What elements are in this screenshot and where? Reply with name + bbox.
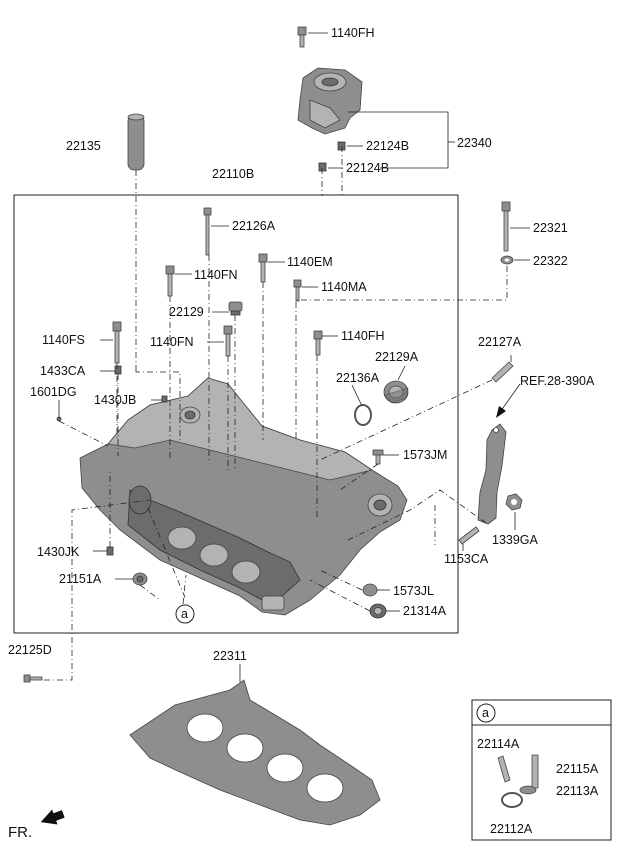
label-1430jb: 1430JB [94,393,136,407]
front-label: FR. [8,824,32,841]
label-22124b-b: 22124B [346,161,389,175]
label-1433ca: 1433CA [40,364,86,378]
bolt-22125d [23,674,43,683]
label-1153ca: 1153CA [444,552,489,566]
label-22125d: 22125D [8,643,52,657]
inset-frame [471,699,612,841]
label-22113a: 22113A [556,784,599,798]
bolt-1140fh-top [297,26,307,48]
label-22311: 22311 [213,649,247,663]
label-1573jm: 1573JM [403,448,447,462]
plug-1601dg [56,416,62,422]
label-1140fh-b: 1140FH [341,329,385,343]
bolt-22321 [501,201,511,252]
plug-1573jm [372,449,384,465]
inset-callout-a-circle [476,703,496,723]
plug-22129 [228,301,243,316]
bracket-22340 [297,67,363,172]
label-22124b-a: 22124B [366,139,409,153]
label-1140fs: 1140FS [42,333,85,347]
label-ref-28-390a: REF.28-390A [520,374,595,388]
label-22129a: 22129A [375,350,419,364]
sensor-21151a [132,572,148,586]
bolt-1140fn-a [165,265,175,297]
cylinder-head-22110b [79,377,408,616]
label-22136a: 22136A [336,371,380,385]
cap-22129a [383,380,409,404]
seal-22113a [519,785,537,795]
label-1573jl: 1573JL [393,584,434,598]
label-1339ga: 1339GA [492,533,539,547]
label-22322: 22322 [533,254,568,268]
cylinder-head-frame [13,194,459,634]
label-22114a: 22114A [477,737,520,751]
plug-21314a [369,603,387,619]
washer-22322 [500,255,514,265]
tube-22135 [127,113,145,171]
alignment-lines [44,146,508,681]
label-22129: 22129 [169,305,204,319]
pin-22114a [497,755,511,783]
plug-1573jl [362,583,378,597]
leader-lines [58,32,530,682]
label-1140fn-a: 1140FN [194,268,238,282]
label-1140fh-top: 1140FH [331,26,375,40]
callout-a-circle [175,604,195,624]
bolt-22126a [203,207,212,256]
label-22340: 22340 [457,136,492,150]
label-22126a: 22126A [232,219,276,233]
label-22110b: 22110B [212,167,254,181]
bolt-1140fn-b [223,325,233,357]
label-1140em: 1140EM [287,255,333,269]
dowel-1433ca [114,365,122,375]
label-21151a: 21151A [59,572,102,586]
pin-22127a [491,361,514,383]
plug-1430jk [106,546,114,556]
bolt-1140ma [293,279,302,302]
label-1601dg: 1601DG [30,385,77,399]
head-gasket-22311 [129,679,381,826]
label-21314a: 21314A [403,604,447,618]
label-22321: 22321 [533,221,568,235]
label-22127a: 22127A [478,335,522,349]
ref-arrow-icon [496,383,521,418]
bolt-1140fs [112,321,122,364]
nut-1339ga [505,493,523,511]
callout-a-text: a [181,607,188,621]
bolt-1140fh-b [313,330,323,356]
stud-1153ca [458,526,480,545]
inset-callout-a-text: a [482,706,489,720]
oring-22112a [501,792,523,808]
label-1140fn-b: 1140FN [150,335,194,349]
label-22115a: 22115A [556,762,599,776]
label-1430jk: 1430JK [37,545,80,559]
bolt-1140em [258,253,268,283]
bracket-ref [477,423,507,525]
front-arrow-icon [40,809,65,825]
label-22135: 22135 [66,139,101,153]
label-1140ma: 1140MA [321,280,367,294]
plug-1430jb [161,395,168,403]
pin-22115a [531,754,539,789]
oring-22136a [354,404,372,426]
label-22112a: 22112A [490,822,533,836]
